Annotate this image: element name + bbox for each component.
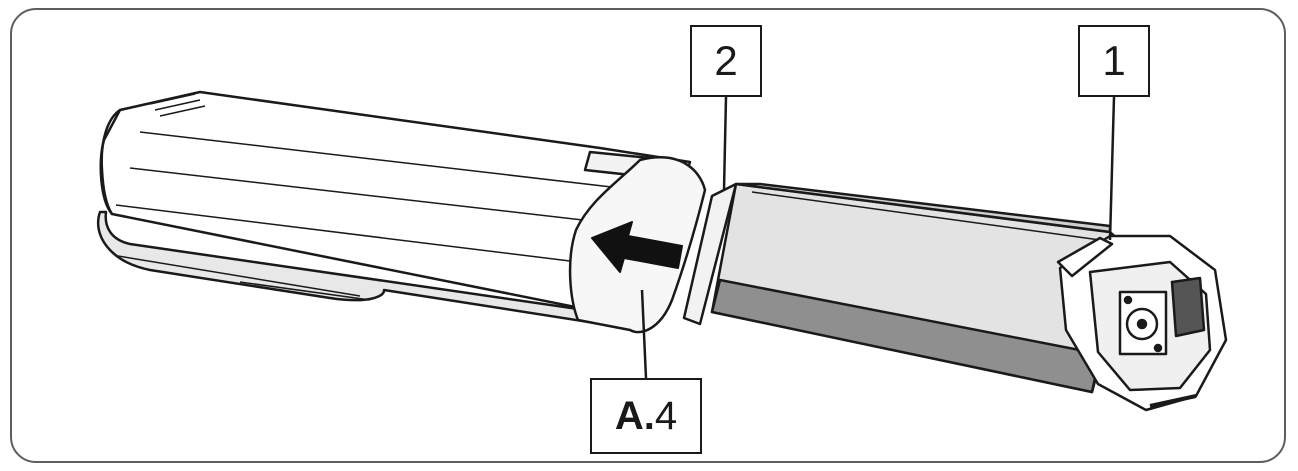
callout-1-label: 1: [1102, 37, 1126, 84]
callout-a4: A.4: [590, 378, 702, 454]
callout-2: 2: [690, 25, 762, 97]
callout-a4-prefix: A.: [614, 393, 655, 438]
callout-a4-suffix: 4: [654, 393, 678, 438]
leader-lines: [640, 96, 1116, 379]
callout-1: 1: [1078, 25, 1150, 97]
left-arrow-icon: [591, 221, 683, 273]
sleeve-housing: [97, 90, 707, 334]
callout-2-label: 2: [714, 37, 738, 84]
leader-line-a4: [640, 289, 648, 379]
battery-pack: [682, 182, 1228, 412]
leader-line-2: [722, 96, 728, 191]
leader-line-1: [1108, 96, 1116, 241]
